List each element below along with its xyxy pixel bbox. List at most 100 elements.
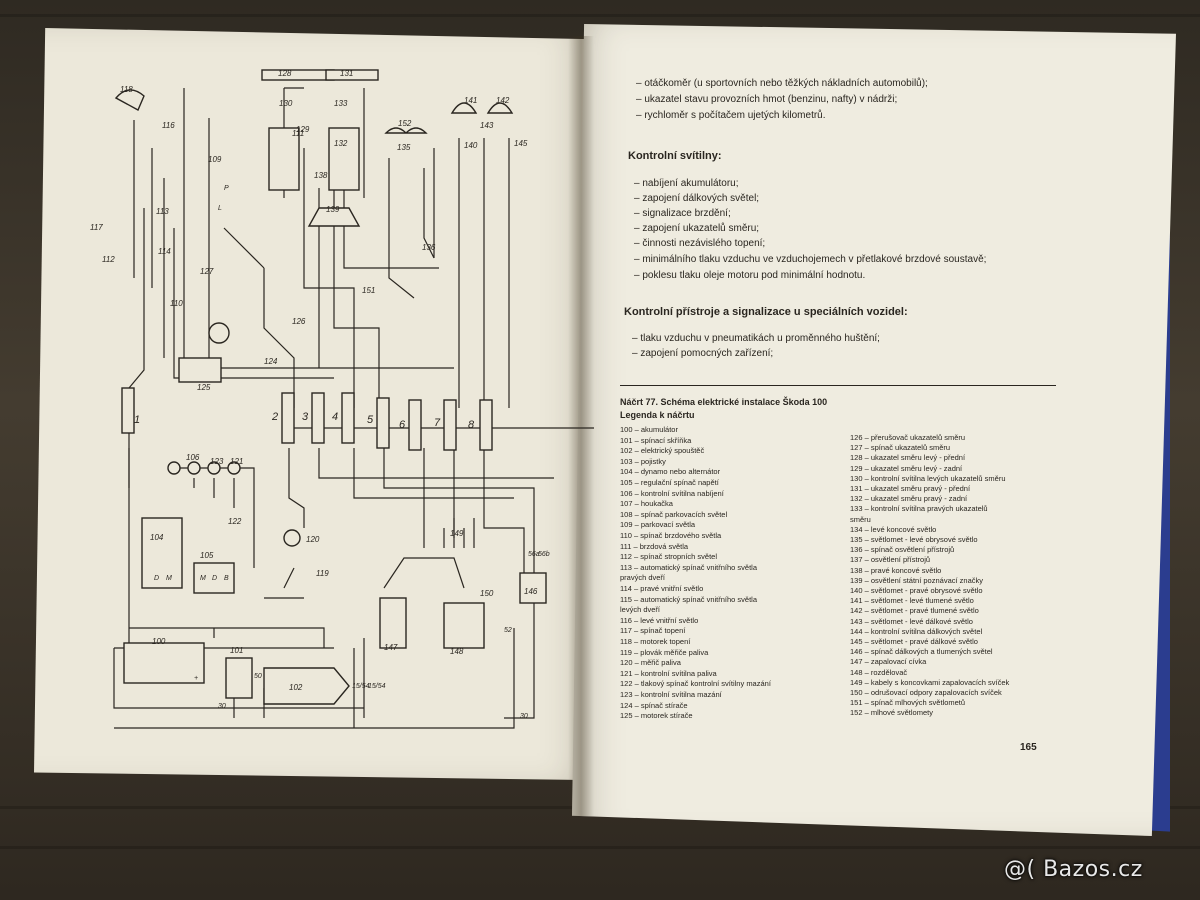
fuse-6 [408, 399, 422, 451]
legend-entry: 127 – spínač ukazatelů směru [850, 443, 951, 453]
component-label: 139 [326, 205, 340, 214]
legend-entry: 113 – automatický spínač vnitřního světl… [620, 562, 758, 572]
legend-entry: 114 – pravé vnitřní světlo [620, 584, 704, 593]
legend-entry: 144 – kontrolní svítilna dálkových světe… [850, 626, 983, 636]
wire-mark: + [194, 675, 198, 682]
legend-entry: 103 – pojistky [620, 456, 666, 466]
legend-entry: 123 – kontrolní svítilna mazání [620, 690, 722, 699]
component-label: 141 [464, 96, 477, 105]
bullet-text: rychloměr s počítačem ujetých kilometrů. [644, 110, 826, 121]
dynamo-104 [141, 517, 183, 589]
component-label: 142 [496, 96, 510, 105]
component-label: 132 [334, 139, 348, 148]
wire-mark: 30 [520, 713, 528, 720]
indicator-128 [261, 69, 335, 81]
legend-entry: 147 – zapalovací cívka [850, 657, 927, 667]
bullet-item: – činnosti nezávislého topení; [634, 238, 766, 249]
bullet-item: – nabíjení akumulátoru; [634, 178, 739, 189]
wiring-diagram: 1 2 3 4 5 6 7 8 100 101 102 104 105 106 … [90, 69, 594, 729]
book-gutter [568, 36, 594, 816]
component-label: 129 [296, 125, 310, 134]
fuse-label: 8 [468, 419, 475, 431]
component-label: 111 [292, 129, 304, 138]
bullet-item: – tlaku vzduchu v pneumatikách u proměnn… [632, 333, 880, 344]
component-label: 151 [362, 286, 375, 295]
ignition-coil-147 [379, 597, 407, 649]
fuse-label: 3 [302, 411, 309, 423]
legend-entry: 116 – levé vnitřní světlo [620, 615, 699, 625]
component-label: 119 [316, 569, 329, 578]
fuse-2 [281, 392, 295, 444]
component-label: 143 [480, 121, 494, 130]
fuse-7 [443, 399, 457, 451]
component-label: 152 [398, 119, 412, 128]
legend-title: Legenda k náčrtu [620, 410, 695, 420]
legend-entry: 128 – ukazatel směru levý - přední [850, 453, 966, 463]
legend-entry: 110 – spínač brzdového světla [620, 531, 722, 540]
legend-entry: 101 – spínací skříňka [620, 435, 692, 445]
bullet-item: – poklesu tlaku oleje motoru pod minimál… [634, 270, 866, 281]
legend-entry: 150 – odrušovací odpory zapalovacích sví… [850, 688, 1002, 697]
legend-entry: 131 – ukazatel směru pravý - přední [850, 484, 971, 493]
legend-entry: 145 – světlomet - pravé dálkové světlo [850, 637, 978, 646]
legend-entry: 134 – levé koncové světlo [850, 524, 937, 534]
component-label: 136 [422, 243, 436, 252]
component-label: 126 [292, 317, 306, 326]
starter-102 [263, 667, 350, 705]
component-label: 109 [208, 155, 222, 164]
component-label: 100 [152, 637, 166, 646]
legend-entry: 139 – osvětlení státní poznávací značky [850, 575, 983, 585]
component-label: 145 [514, 139, 528, 148]
legend-entry: 107 – houkačka [620, 499, 673, 509]
battery-100 [123, 642, 205, 684]
wire-mark: M [200, 575, 206, 582]
legend-entry: 133 – kontrolní svítilna pravých ukazate… [850, 504, 988, 514]
wire-mark: M [166, 575, 172, 582]
legend-entry: 121 – kontrolní svítilna paliva [620, 668, 717, 678]
component-label: 117 [90, 223, 103, 232]
component-label: 113 [156, 207, 169, 216]
dimmer-switch-146 [519, 572, 547, 604]
legend-entry: 138 – pravé koncové světlo [850, 565, 942, 575]
legend-entry: 115 – automatický spínač vnitřního světl… [620, 594, 758, 604]
legend-entry: 117 – spínač topení [620, 626, 686, 636]
component-label: 116 [162, 121, 175, 130]
legend-entry: 142 – světlomet - pravé tlumené světlo [850, 606, 979, 616]
component-label: 125 [197, 383, 211, 392]
wire-mark: L [218, 205, 222, 212]
indicator-132 [328, 127, 360, 191]
component-label: 128 [278, 69, 292, 78]
component-label: 147 [384, 643, 398, 652]
fuse-label: 6 [399, 419, 406, 431]
table-grain [0, 846, 1200, 849]
legend-entry: 119 – plovák měřiče paliva [620, 647, 709, 657]
indicator-129 [268, 127, 300, 191]
fog-lamps-152 [384, 127, 428, 134]
wire-mark: 50 [254, 673, 262, 680]
legend-entry: 129 – ukazatel směru levý - zadní [850, 463, 963, 473]
wire-mark: 56a [528, 551, 540, 558]
section-heading: Kontrolní přístroje a signalizace u spec… [624, 306, 908, 318]
legend-entry: 112 – spínač stropních světel [620, 552, 718, 562]
wire-mark: 15/54 [368, 683, 386, 690]
component-label: 114 [158, 247, 171, 256]
component-label: 104 [150, 533, 164, 542]
wiper-motor-125 [178, 357, 222, 383]
bullet-text: činnosti nezávislého topení; [642, 238, 766, 249]
heater-motor-118 [114, 89, 145, 111]
indicator-131 [325, 69, 379, 81]
bullet-text: zapojení dálkových světel; [642, 193, 760, 204]
legend-entry: 102 – elektrický spouštěč [620, 446, 705, 456]
divider-rule [620, 385, 1056, 386]
bullet-item: – zapojení dálkových světel; [634, 193, 760, 204]
distributor-148 [443, 602, 485, 649]
wire-mark: 15/54 [352, 683, 370, 690]
fuse-8 [479, 399, 493, 451]
diagram-labels: 1 2 3 4 5 6 7 8 [134, 411, 475, 431]
component-label: 130 [279, 99, 293, 108]
legend-entry: 146 – spínač dálkových a tlumených světe… [850, 647, 993, 657]
bullet-text: poklesu tlaku oleje motoru pod minimální… [642, 270, 866, 281]
legend-entry: 137 – osvětlení přístrojů [850, 555, 931, 565]
legend-entry: 122 – tlakový spínač kontrolní svítilny … [620, 679, 771, 689]
bullet-item: – ukazatel stavu provozních hmot (benzin… [636, 94, 898, 105]
